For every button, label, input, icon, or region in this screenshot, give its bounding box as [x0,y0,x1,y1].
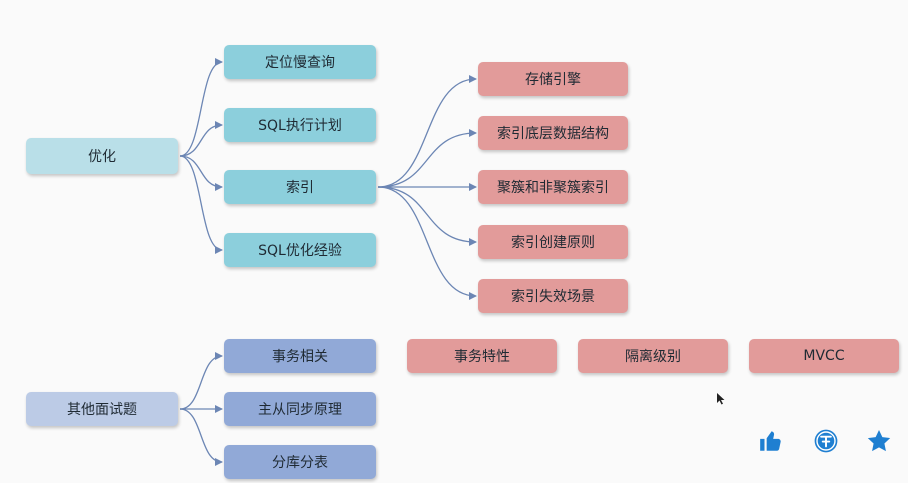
node-other-questions-root[interactable]: 其他面试题 [26,392,178,426]
node-sql-explain-plan[interactable]: SQL执行计划 [224,108,376,142]
connector-index-to-index-failure-cases [377,186,477,300]
coin-icon [814,429,838,453]
connector-other-questions-root-to-sharding [179,408,223,466]
node-master-slave-sync[interactable]: 主从同步原理 [224,392,376,426]
node-index-creation-rules[interactable]: 索引创建原则 [478,225,628,259]
connector-optimize-root-to-locate-slow-query [179,58,223,157]
node-sql-optimization-experience[interactable]: SQL优化经验 [224,233,376,267]
node-isolation-levels[interactable]: 隔离级别 [578,339,728,373]
mouse-cursor-icon [717,393,725,405]
node-storage-engine[interactable]: 存储引擎 [478,62,628,96]
favorite-button[interactable] [865,427,893,455]
connector-index-to-storage-engine [377,75,477,188]
node-optimize-root[interactable]: 优化 [26,138,178,174]
node-mvcc[interactable]: MVCC [749,339,899,373]
coin-button[interactable] [812,427,840,455]
node-index-data-structure[interactable]: 索引底层数据结构 [478,116,628,150]
node-sharding[interactable]: 分库分表 [224,445,376,479]
connector-optimize-root-to-sql-optimization-experience [179,155,223,254]
like-button[interactable] [757,427,785,455]
node-locate-slow-query[interactable]: 定位慢查询 [224,45,376,79]
connector-other-questions-root-to-transaction [179,352,223,410]
node-transaction-properties[interactable]: 事务特性 [407,339,557,373]
connector-optimize-root-to-index [179,155,223,191]
node-clustered-index[interactable]: 聚簇和非聚簇索引 [478,170,628,204]
node-index[interactable]: 索引 [224,170,376,204]
connector-optimize-root-to-sql-explain-plan [179,121,223,157]
connector-index-to-index-data-structure [377,129,477,188]
node-index-failure-cases[interactable]: 索引失效场景 [478,279,628,313]
connector-index-to-index-creation-rules [377,186,477,246]
star-icon [867,429,891,452]
thumbs-up-icon [760,431,781,451]
node-transaction[interactable]: 事务相关 [224,339,376,373]
